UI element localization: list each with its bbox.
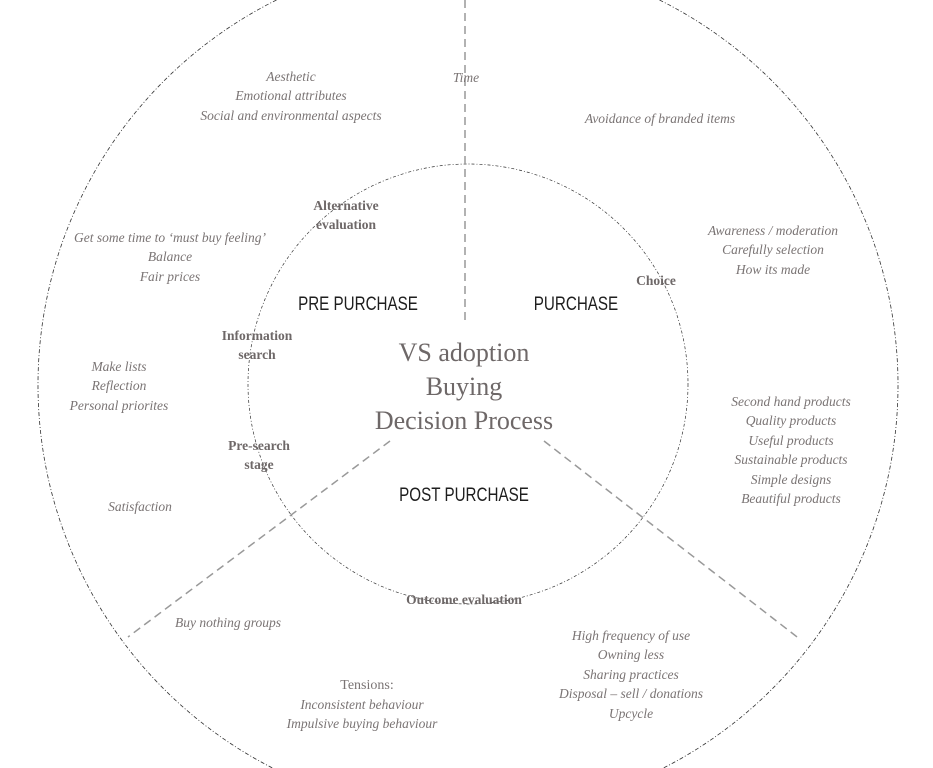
- note-line: Fair prices: [139, 269, 200, 284]
- divider-right: [543, 440, 802, 641]
- note-line: Upcycle: [609, 706, 653, 721]
- note-line: Balance: [148, 249, 192, 264]
- note-buy-nothing: Buy nothing groups: [175, 615, 281, 630]
- phase-purchase: PURCHASE: [534, 292, 618, 314]
- note-line: Carefully selection: [722, 242, 824, 257]
- title-line: VS adoption: [399, 338, 530, 367]
- outer-circle-left-arc: [37, 0, 277, 768]
- note-line: Second hand products: [731, 394, 850, 409]
- note-line: Beautiful products: [741, 491, 841, 506]
- note-line: Social and environmental aspects: [200, 108, 381, 123]
- note-line: Useful products: [748, 433, 833, 448]
- note-line: Personal priorites: [69, 398, 169, 413]
- note-line: Get some time to ‘must buy feeling’: [74, 230, 266, 245]
- note-line: Aesthetic: [265, 69, 315, 84]
- outer-circle-right-arc: [659, 0, 899, 768]
- phase-pre-purchase: PRE PURCHASE: [298, 292, 418, 314]
- title-line: Decision Process: [375, 406, 553, 435]
- inner-circle: [247, 163, 689, 605]
- stage-information-search: search: [238, 347, 276, 362]
- note-line: Sharing practices: [583, 667, 679, 682]
- note-line: High frequency of use: [571, 628, 690, 643]
- stage-information-search: Information: [222, 328, 293, 343]
- note-avoidance: Avoidance of branded items: [584, 111, 735, 126]
- divider-left: [127, 440, 391, 638]
- note-line: Make lists: [90, 359, 146, 374]
- tensions-label: Tensions:: [340, 678, 393, 693]
- note-line: Sustainable products: [734, 452, 847, 467]
- note-line: Reflection: [91, 378, 147, 393]
- stage-choice: Choice: [636, 273, 676, 288]
- note-line: Owning less: [598, 647, 664, 662]
- note-line: Quality products: [746, 413, 837, 428]
- note-line: Simple designs: [751, 472, 832, 487]
- note-line: Impulsive buying behaviour: [286, 716, 438, 731]
- stage-pre-search: Pre-search: [228, 438, 290, 453]
- stage-alternative-evaluation: evaluation: [316, 217, 376, 232]
- note-line: Inconsistent behaviour: [299, 697, 424, 712]
- note-satisfaction: Satisfaction: [108, 499, 172, 514]
- stage-pre-search: stage: [244, 457, 273, 472]
- title-line: Buying: [426, 372, 503, 401]
- stage-outcome-evaluation: Outcome evaluation: [406, 592, 522, 607]
- note-time: Time: [453, 70, 479, 85]
- note-line: Disposal – sell / donations: [558, 686, 703, 701]
- stage-alternative-evaluation: Alternative: [313, 198, 378, 213]
- note-line: Awareness / moderation: [707, 223, 838, 238]
- note-line: How its made: [735, 262, 810, 277]
- note-line: Emotional attributes: [234, 88, 346, 103]
- phase-post-purchase: POST PURCHASE: [399, 483, 529, 505]
